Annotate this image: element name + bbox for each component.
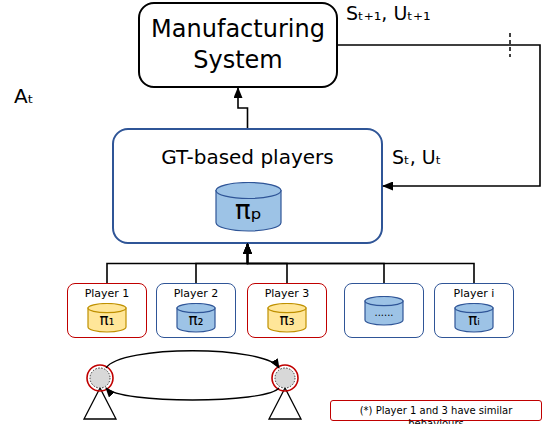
- flow-connector: [196, 244, 248, 283]
- signal-label: Sₜ, Uₜ: [392, 146, 441, 168]
- policy-database: πᵢ: [454, 303, 494, 333]
- flow-connector: [107, 244, 248, 283]
- policy-label: π₁: [87, 311, 127, 329]
- policy-database: π₃: [267, 303, 307, 333]
- node-label: Player 3: [248, 287, 326, 301]
- policy-database: πₚ: [215, 182, 282, 232]
- policy-database: ......: [364, 296, 404, 326]
- player-box: Player 1 π₁: [67, 283, 147, 338]
- node-label: Player 1: [68, 287, 146, 301]
- policy-database: π₂: [176, 303, 216, 333]
- policy-label: π₂: [176, 311, 216, 329]
- flow-connector: [338, 45, 540, 186]
- players-box: GT-based players πₚ: [112, 128, 383, 244]
- player-box: Player 3 π₃: [247, 283, 327, 338]
- node-label: Player 2: [157, 287, 235, 301]
- note-box: (*) Player 1 and 3 have similar behaviou…: [330, 400, 542, 421]
- signal-label: Sₜ₊₁, Uₜ₊₁: [346, 2, 431, 24]
- node-label: GT-based players: [114, 144, 381, 170]
- similarity-arrow: [106, 388, 279, 400]
- signal-label: Aₜ: [14, 84, 34, 108]
- policy-database: π₁: [87, 303, 127, 333]
- player-box: Player i πᵢ: [434, 283, 514, 338]
- policy-label: πᵢ: [454, 311, 494, 329]
- flow-connector: [248, 244, 475, 283]
- player-box: ......: [344, 283, 424, 338]
- similarity-arrow: [106, 351, 279, 368]
- player-box: Player 2 π₂: [156, 283, 236, 338]
- node-label: (*) Player 1 and 3 have similar behaviou…: [331, 404, 541, 424]
- system-box: Manufacturing System: [138, 2, 338, 88]
- flow-connector: [238, 88, 248, 128]
- policy-label: πₚ: [215, 195, 282, 225]
- node-label: Manufacturing System: [140, 14, 336, 76]
- policy-label: π₃: [267, 311, 307, 329]
- policy-label: ......: [364, 307, 404, 319]
- node-label: Player i: [435, 287, 513, 301]
